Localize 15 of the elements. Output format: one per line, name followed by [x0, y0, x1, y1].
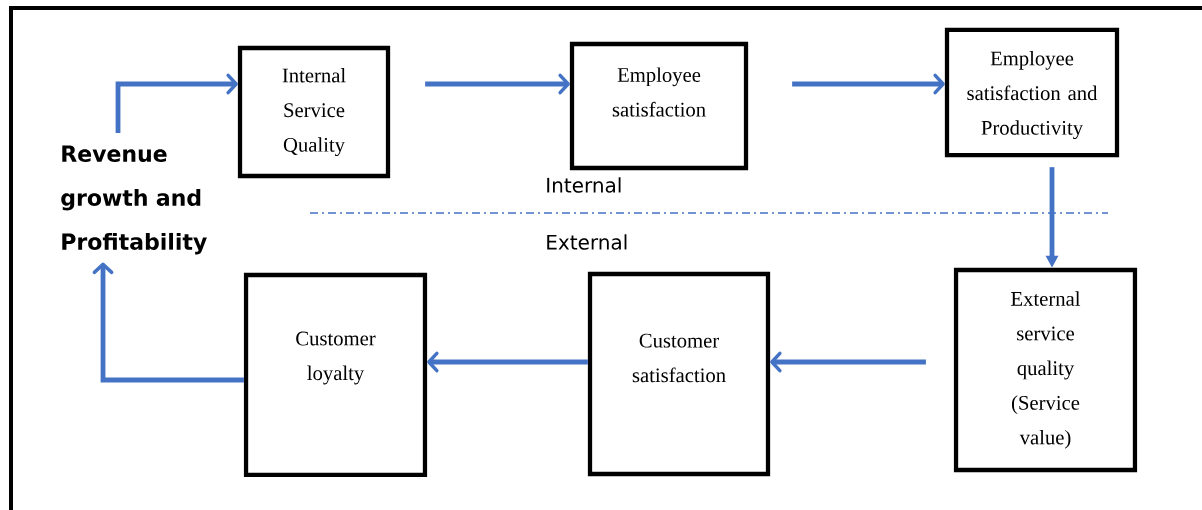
- process-box: Customer satisfaction: [587, 271, 771, 477]
- outcome-text: Revenue growth and Profitability: [61, 145, 207, 255]
- section-label: External: [547, 234, 627, 250]
- process-box: Employee satisfaction: [569, 41, 749, 171]
- section-label: Internal: [547, 177, 621, 193]
- process-box: External service quality (Service value): [953, 267, 1138, 473]
- arrow: [792, 73, 945, 95]
- arrow: [427, 351, 588, 373]
- process-box: Employee satisfaction and Productivity: [944, 27, 1120, 158]
- process-box: Internal Service Quality: [237, 45, 391, 179]
- arrow: [770, 351, 926, 373]
- arrow: [425, 73, 570, 95]
- arrow: [115, 73, 238, 133]
- process-box: Customer loyalty: [243, 272, 428, 478]
- arrow: [92, 262, 244, 383]
